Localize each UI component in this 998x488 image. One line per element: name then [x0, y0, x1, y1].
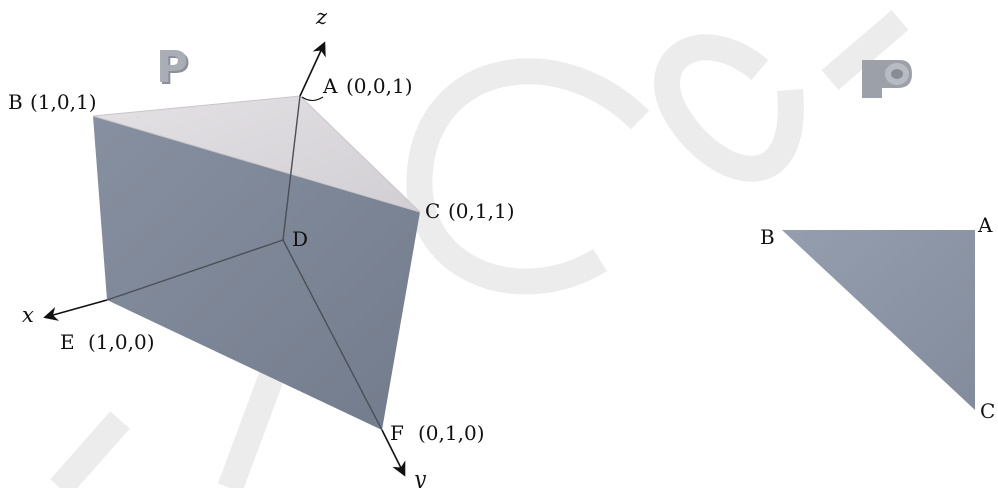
- marker-letter-right: [862, 60, 912, 98]
- edge-D-E: [106, 239, 284, 301]
- z-axis-arrow: [299, 41, 326, 97]
- point-A-coords: (0,0,1): [346, 74, 413, 98]
- marker-letter-left: P P: [156, 42, 190, 95]
- point-F-name: F: [390, 421, 404, 445]
- prism-solid: [92, 95, 421, 430]
- point-B-coords: (1,0,1): [30, 90, 97, 114]
- point-F-coords: (0,1,0): [418, 421, 485, 445]
- face-front: [93, 116, 420, 430]
- marker-letter-face: P: [156, 42, 188, 93]
- point-E-name: E: [60, 330, 75, 354]
- face-top-rim: [92, 95, 421, 213]
- point-B-name: B: [8, 90, 23, 114]
- right-angle-mark: [301, 96, 324, 102]
- right-view: B A C: [760, 60, 995, 423]
- y-axis-label: y: [413, 467, 427, 488]
- edge-D-A: [282, 95, 301, 241]
- point-C-coords: (0,1,1): [448, 199, 515, 223]
- point-C-name: C: [425, 199, 440, 223]
- point-E-coords: (1,0,0): [88, 330, 155, 354]
- triangle-ABC: [782, 230, 975, 410]
- x-axis-label: x: [22, 303, 34, 327]
- z-axis-label: z: [315, 5, 328, 29]
- face-top: [93, 96, 420, 212]
- edge-D-F: [282, 239, 383, 431]
- y-axis-arrow: [381, 429, 406, 477]
- right-point-B: B: [760, 225, 775, 249]
- x-axis-arrow: [43, 299, 108, 321]
- hidden-edges: [106, 95, 383, 431]
- right-point-A: A: [977, 213, 993, 237]
- point-D-name: D: [292, 227, 308, 251]
- axes: [43, 41, 406, 477]
- marker-letter-shadow: P: [158, 44, 190, 95]
- marker-block-hole: [891, 69, 903, 79]
- right-point-C: C: [980, 399, 995, 423]
- point-A-name: A: [322, 74, 338, 98]
